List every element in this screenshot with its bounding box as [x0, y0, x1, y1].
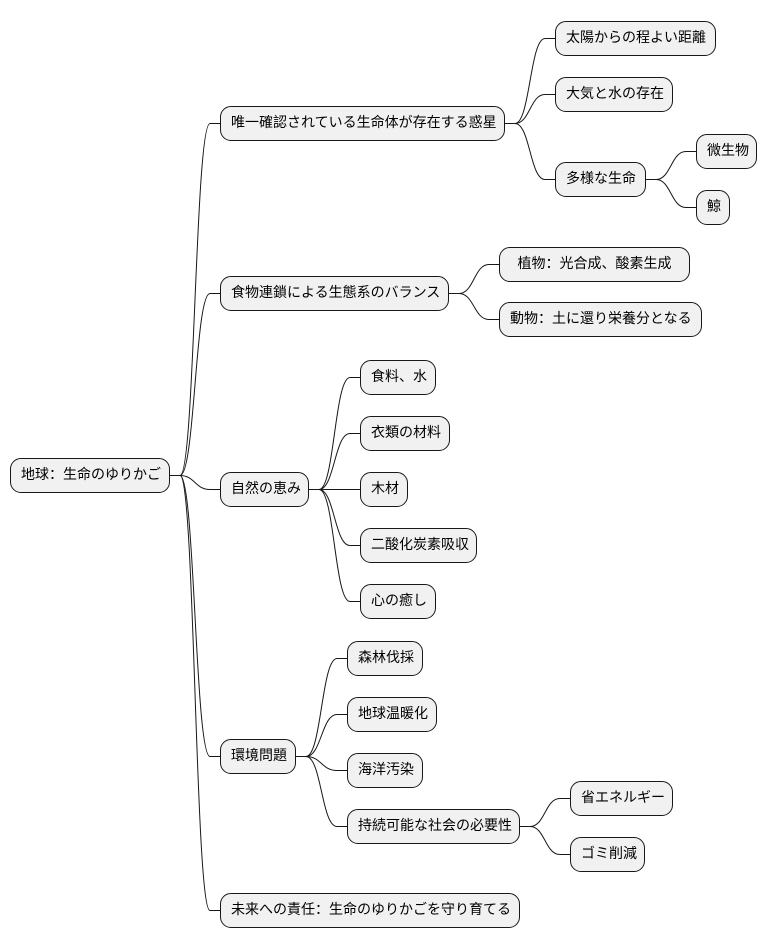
node-environmental-issues: 環境問題: [220, 739, 296, 774]
node-microbes: 微生物: [696, 134, 757, 169]
node-plants: 植物：光合成、酸素生成: [499, 247, 690, 282]
edge-root-n2: [170, 293, 220, 476]
node-timber: 木材: [360, 472, 408, 507]
node-food-water: 食料、水: [360, 360, 436, 395]
edge-n4d-n4d2: [520, 826, 570, 855]
node-animals: 動物：土に還り栄養分となる: [499, 302, 702, 337]
node-energy-saving: 省エネルギー: [570, 781, 673, 816]
edge-root-n4: [170, 475, 220, 757]
edge-n1c-n1c2: [646, 179, 696, 208]
node-waste-reduction: ゴミ削減: [570, 837, 645, 872]
node-whale: 鯨: [696, 190, 730, 225]
edge-root-n1: [170, 123, 220, 476]
node-air-and-water: 大気と水の存在: [555, 77, 673, 112]
node-global-warming: 地球温暖化: [347, 697, 437, 732]
node-nature-blessings: 自然の恵み: [220, 472, 309, 507]
edge-n1-n1c: [505, 123, 555, 180]
edge-n1-n1a: [505, 38, 555, 124]
node-clothing-material: 衣類の材料: [360, 416, 450, 451]
edge-n2-n2a: [449, 264, 499, 294]
node-co2-absorption: 二酸化炭素吸収: [360, 528, 477, 563]
edge-n3-n3d: [309, 489, 360, 546]
edge-n4d-n4d1: [520, 798, 570, 827]
edge-n2-n2b: [449, 293, 499, 320]
node-deforestation: 森林伐採: [347, 641, 423, 676]
node-future-responsibility: 未来への責任：生命のゆりかごを守り育てる: [220, 893, 520, 928]
node-healing: 心の癒し: [360, 584, 436, 619]
node-unique-living-planet: 唯一確認されている生命体が存在する惑星: [220, 106, 505, 141]
edge-n4-n4a: [296, 658, 347, 757]
node-ocean-pollution: 海洋汚染: [347, 753, 423, 788]
edge-n3-n3a: [309, 377, 360, 490]
root-node: 地球：生命のゆりかご: [10, 458, 170, 493]
edge-root-n3: [170, 475, 220, 490]
edge-n3-n3e: [309, 489, 360, 602]
edge-n1c-n1c1: [646, 151, 696, 180]
node-food-chain-balance: 食物連鎖による生態系のバランス: [220, 276, 449, 311]
edge-n4-n4c: [296, 756, 347, 771]
edge-n4-n4d: [296, 756, 347, 827]
node-distance-from-sun: 太陽からの程よい距離: [555, 21, 716, 56]
node-sustainable-society: 持続可能な社会の必要性: [347, 809, 520, 844]
edge-root-n5: [170, 475, 220, 911]
node-diverse-life: 多様な生命: [555, 162, 646, 197]
edge-n4-n4b: [296, 714, 347, 757]
edge-n1-n1b: [505, 94, 555, 124]
edge-n3-n3b: [309, 433, 360, 490]
